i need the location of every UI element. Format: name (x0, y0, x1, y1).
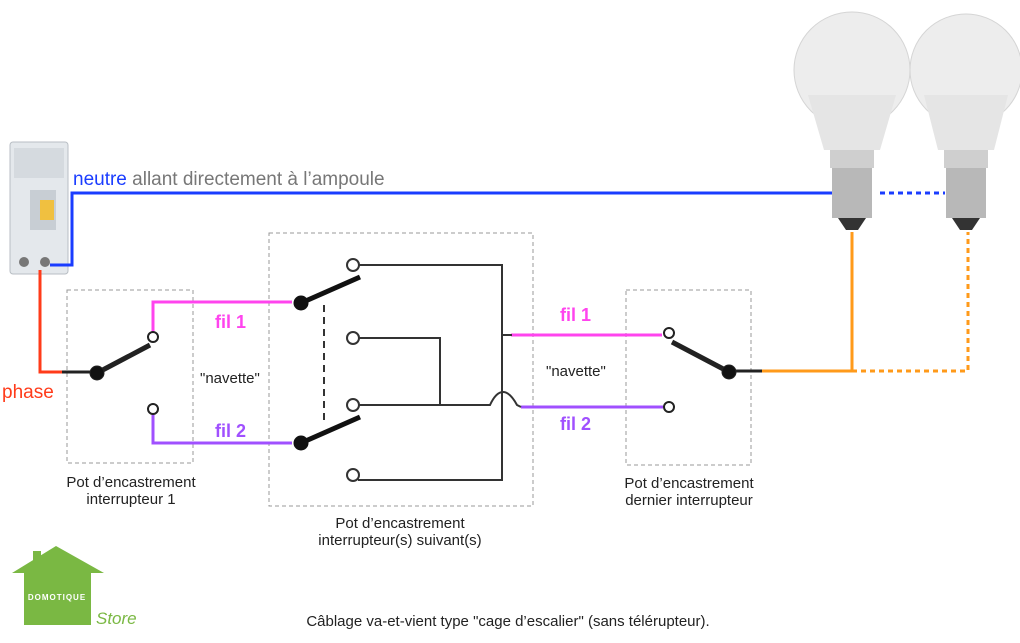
return-wire-dotted (852, 232, 970, 373)
box2-caption-1: Pot d’encastrement (335, 515, 465, 532)
box1-caption-1: Pot d’encastrement (66, 474, 196, 491)
light-bulb-1 (793, 11, 911, 230)
svg-text:Store: Store (96, 609, 137, 628)
fil2-wire-left (151, 414, 292, 445)
navette-label-right: "navette" (546, 363, 606, 380)
svg-text:DOMOTIQUE: DOMOTIQUE (28, 593, 86, 602)
switch-intermediate (293, 258, 522, 482)
box-dernier-interrupteur (625, 289, 752, 466)
neutral-wire (50, 191, 832, 267)
box2-caption-2: interrupteur(s) suivant(s) (318, 532, 481, 549)
fil2-label-left: fil 2 (215, 421, 246, 441)
switch-last (663, 327, 737, 413)
phase-wire (38, 270, 70, 374)
navette-label-left: "navette" (200, 370, 260, 387)
diagram-caption: Câblage va-et-vient type "cage d’escalie… (306, 613, 709, 630)
box-interrupteurs-suivants (268, 232, 534, 507)
phase-label: phase (2, 382, 54, 403)
return-wire (760, 232, 854, 373)
light-bulb-2 (909, 13, 1020, 230)
box3-caption-1: Pot d’encastrement (624, 475, 754, 492)
fil1-label-left: fil 1 (215, 312, 246, 332)
circuit-breaker (9, 141, 69, 275)
neutral-label: neutre allant directement à l’ampoule (73, 169, 385, 190)
fil1-label-right: fil 1 (560, 305, 591, 325)
box1-caption-2: interrupteur 1 (86, 491, 175, 508)
box-interrupteur-1 (66, 289, 194, 464)
fil1-wire-left (151, 300, 292, 332)
fil2-label-right: fil 2 (560, 414, 591, 434)
box3-caption-2: dernier interrupteur (625, 492, 753, 509)
domotique-store-logo: DOMOTIQUE Store (12, 546, 137, 628)
switch-1 (89, 331, 159, 415)
